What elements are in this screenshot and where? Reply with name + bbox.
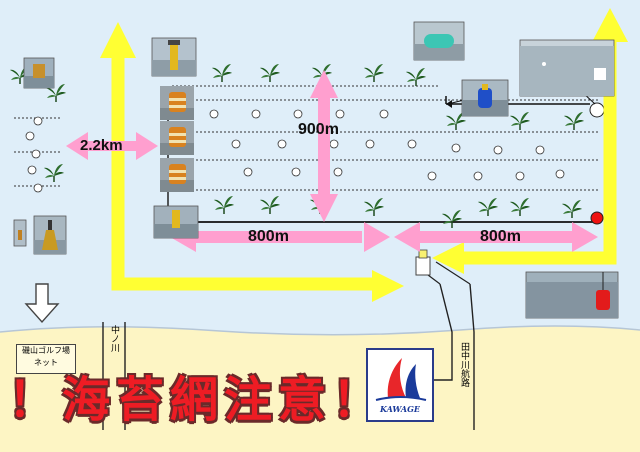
float-buoy-icon: [293, 109, 303, 119]
float-buoy-icon: [555, 169, 565, 179]
float-buoy-icon: [427, 171, 437, 181]
float-buoy-icon: [515, 171, 525, 181]
yellow-route-arrows: [100, 8, 628, 302]
distance-label-width: 900m: [298, 121, 339, 138]
float-buoy-icon: [277, 139, 287, 149]
photo-beacon-top: [151, 37, 197, 77]
river-nakano-label: 中ノ川: [109, 325, 119, 352]
float-buoy-icon: [31, 149, 41, 159]
shoreline: [0, 325, 640, 336]
marker-buoy-white-icon: [589, 102, 605, 118]
float-buoy-icon: [335, 109, 345, 119]
float-buoy-icon: [473, 171, 483, 181]
float-buoy-icon: [407, 139, 417, 149]
photo-red-buoy: [525, 271, 619, 319]
distance-label-right: 800m: [480, 228, 521, 245]
float-buoy-icon: [535, 145, 545, 155]
pink-distance-arrows: [66, 70, 598, 252]
down-arrow-icon: [24, 283, 60, 324]
float-buoy-icon: [251, 109, 261, 119]
float-buoy-icon: [451, 143, 461, 153]
river-nakano-bank: [102, 322, 126, 430]
lighthouse-icon: [415, 249, 431, 276]
float-buoy-icon: [243, 167, 253, 177]
distance-label-offshore: 2.2km: [80, 137, 123, 154]
warning-title: ！海苔網注意！: [8, 372, 387, 428]
float-buoys: [209, 109, 565, 181]
harbor-channel: [430, 283, 475, 430]
float-buoy-icon: [27, 165, 37, 175]
distance-label-left: 800m: [248, 228, 289, 245]
photo-float-green: [413, 21, 465, 61]
golf-net-sign: 磯山ゴルフ場 ネット: [16, 344, 76, 374]
route-tanaka-label: 田中川航路: [459, 342, 469, 387]
float-buoy-icon: [209, 109, 219, 119]
logo-text: KAWAGE: [379, 404, 421, 414]
shore: [0, 326, 640, 452]
float-buoy-icon: [329, 139, 339, 149]
photo-buoy-blue: [461, 79, 509, 117]
kawage-logo: KAWAGE: [366, 348, 434, 422]
float-buoy-icon: [33, 183, 43, 193]
float-buoy-icon: [365, 139, 375, 149]
photo-buoy-topleft: [23, 57, 55, 89]
photo-beacon-bottom: [153, 205, 199, 239]
float-buoy-icon: [493, 145, 503, 155]
logo-sail-icon: [375, 358, 427, 401]
photo-sea-topright: [519, 39, 615, 97]
float-buoy-icon: [291, 167, 301, 177]
photo-net-raft: [160, 121, 194, 155]
marker-buoy-red-icon: [590, 211, 604, 225]
float-buoy-icon: [333, 167, 343, 177]
left-net-area: [9, 65, 67, 193]
golf-label-line2: ネット: [34, 358, 58, 367]
photo-net-raft: [160, 158, 194, 192]
float-buoy-icon: [379, 109, 389, 119]
float-buoy-icon: [25, 131, 35, 141]
photo-buoy-left: [33, 215, 67, 255]
photo-buoy-small: [13, 219, 27, 247]
float-buoy-icon: [231, 139, 241, 149]
golf-label-line1: 磯山ゴルフ場: [22, 346, 70, 355]
main-net-area: [167, 85, 600, 223]
photo-net-raft: [160, 86, 194, 120]
float-buoy-icon: [33, 116, 43, 126]
